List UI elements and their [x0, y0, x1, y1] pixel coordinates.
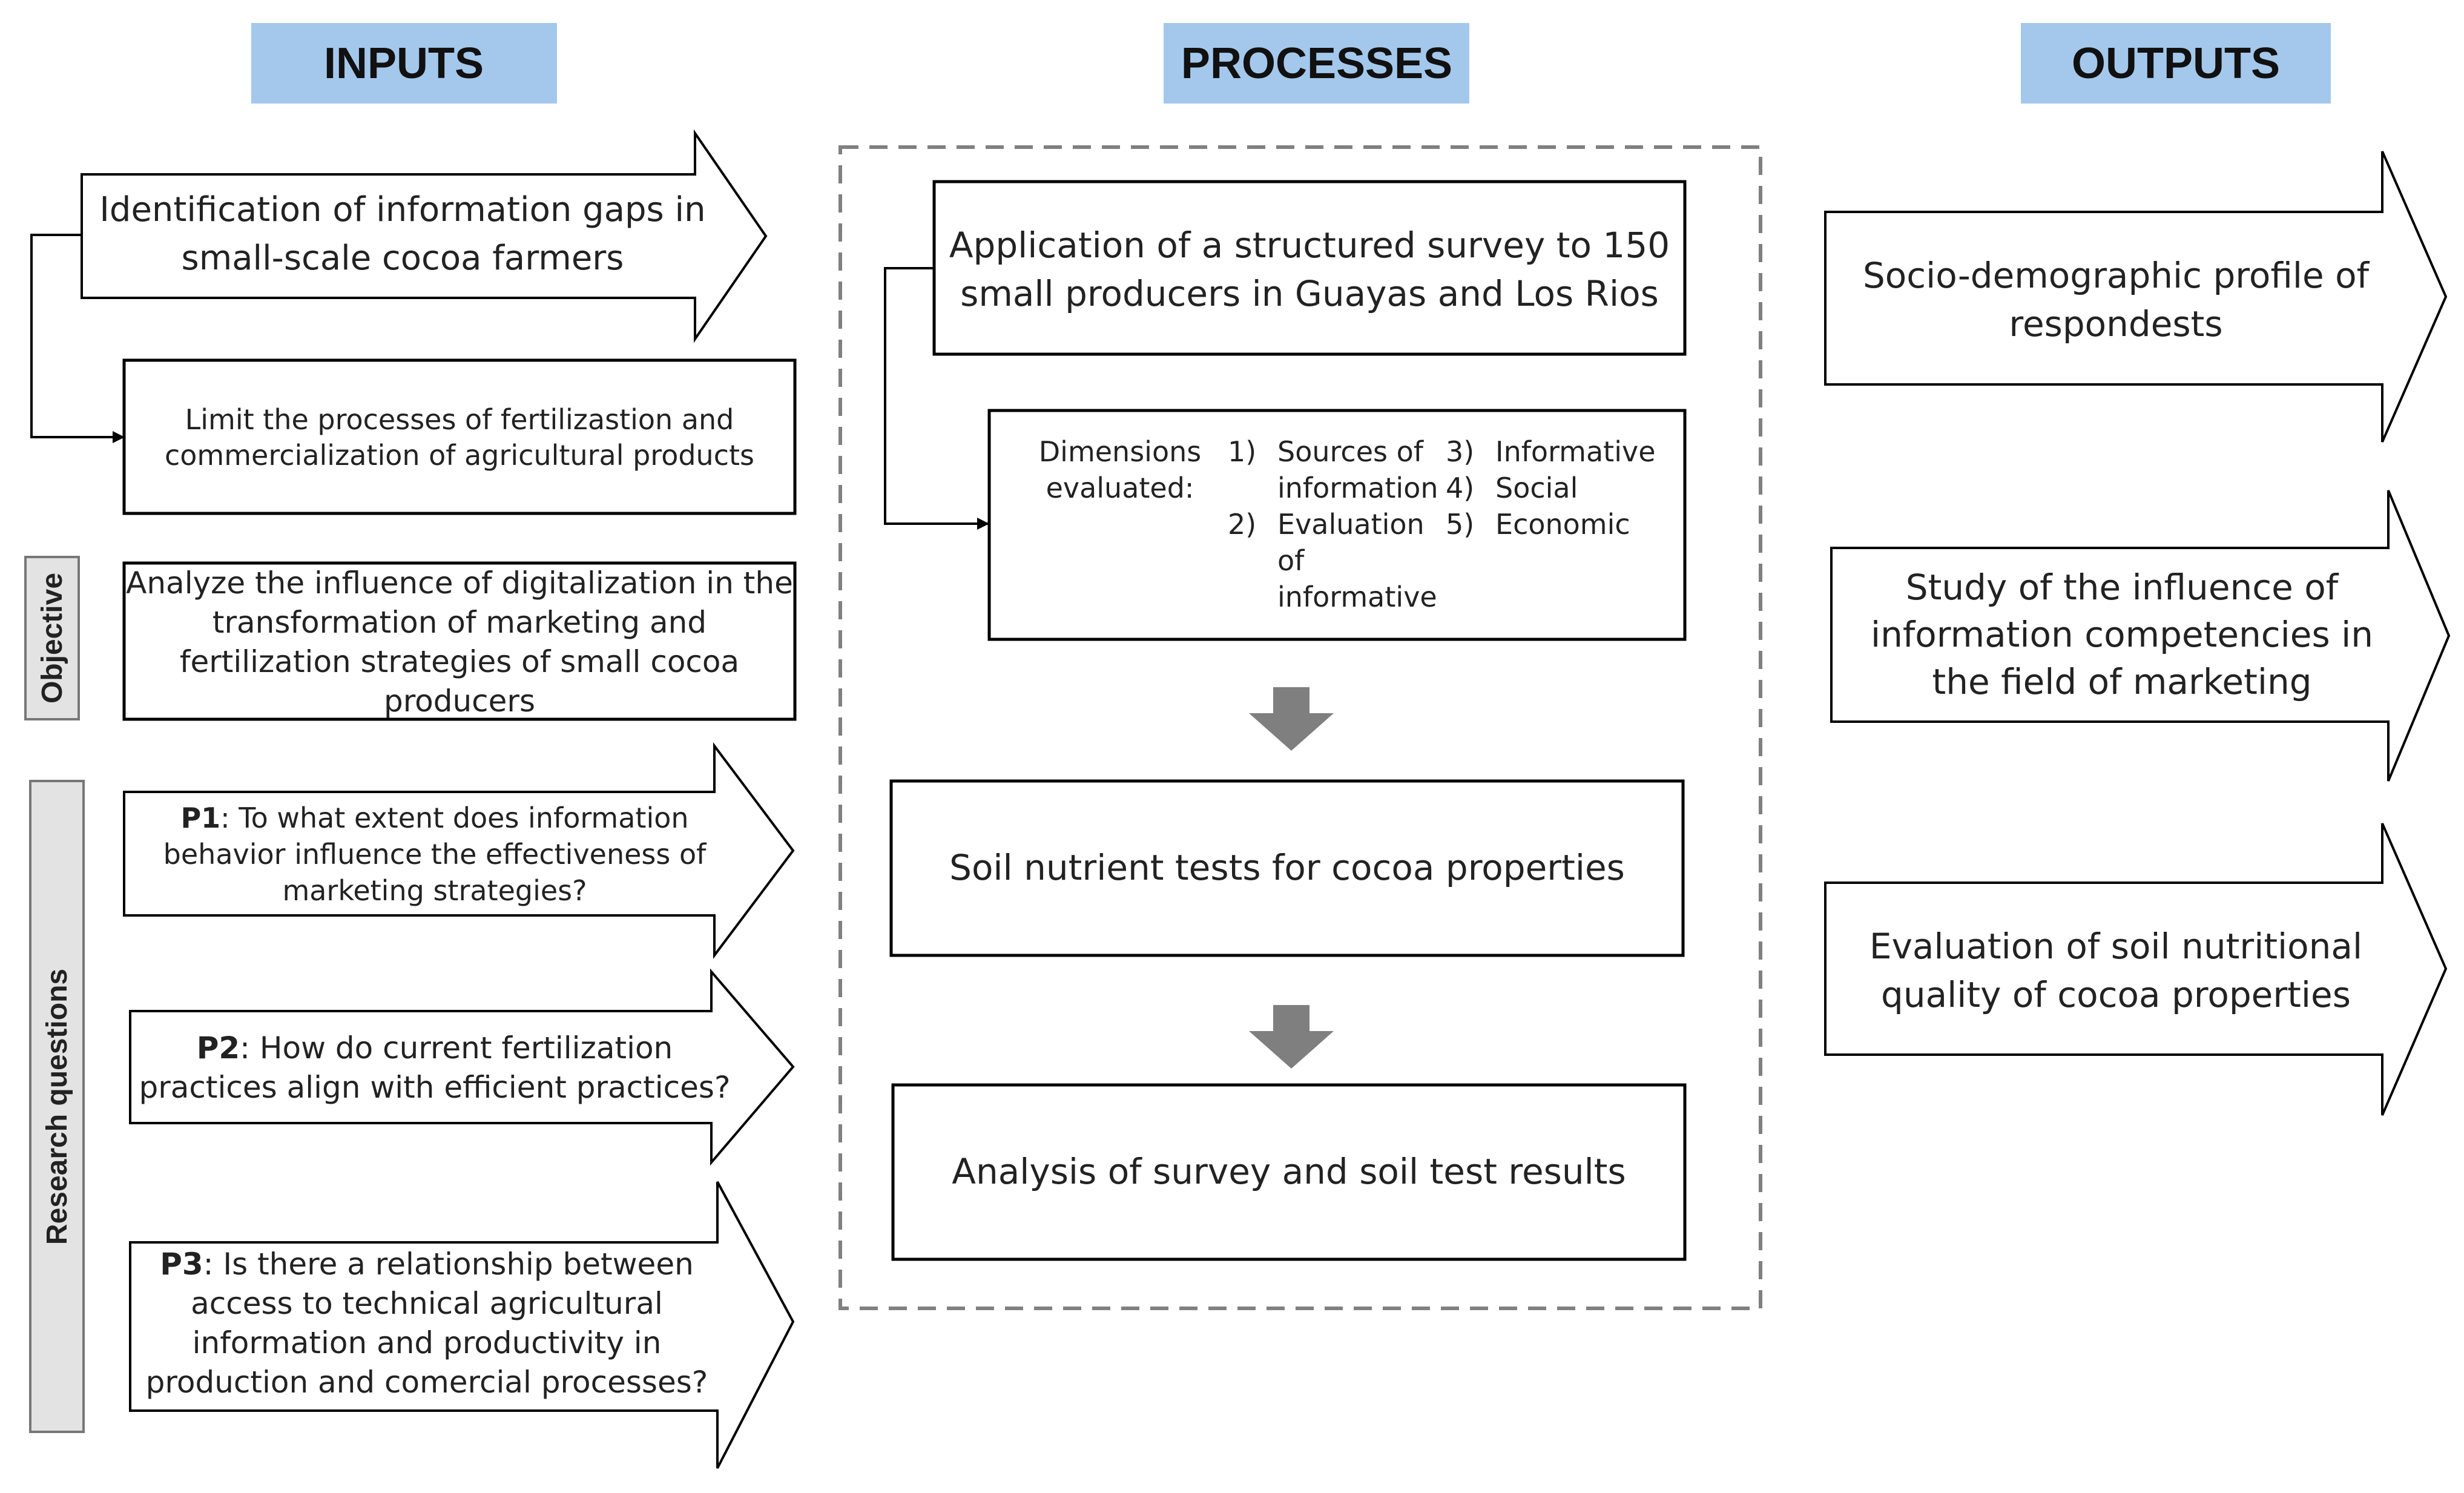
- p3-line-3: information and productivity in: [193, 1325, 662, 1360]
- output-soil-quality-arrow: Evaluation of soil nutritional quality o…: [1824, 823, 2448, 1116]
- objective-label: Objective: [24, 556, 80, 720]
- survey-line-2: small producers in Guayas and Los Rios: [960, 273, 1659, 314]
- dim-item-informative: informative: [1277, 581, 1437, 613]
- research-questions-label-text: Research questions: [41, 969, 73, 1245]
- processes-header: PROCESSES: [1164, 23, 1469, 104]
- objective-line-3: fertilization strategies of small cocoa: [180, 644, 739, 679]
- survey-to-dimensions-connector: [884, 267, 989, 530]
- p3-label: P3: [160, 1247, 203, 1282]
- research-question-p1-arrow: P1: To what extent does information beha…: [123, 742, 795, 959]
- down-arrow-1: [1249, 687, 1334, 751]
- survey-box: Application of a structured survey to 15…: [932, 180, 1687, 356]
- dim-num-4: 4): [1446, 472, 1474, 504]
- out2-line-2: information competencies in: [1871, 614, 2373, 655]
- limit-processes-box: Limit the processes of fertilizastion an…: [122, 358, 797, 515]
- analysis-box: Analysis of survey and soil test results: [891, 1083, 1687, 1261]
- out3-line-2: quality of cocoa properties: [1881, 974, 2351, 1015]
- dim-item-information: information: [1277, 472, 1438, 504]
- dim-item-evaluation: Evaluation: [1277, 508, 1425, 541]
- out2-line-1: Study of the influence of: [1906, 567, 2339, 608]
- down-arrow-2: [1249, 1005, 1334, 1069]
- dimensions-box: Dimensions evaluated: 1) 2) Sources of i…: [987, 409, 1687, 641]
- outputs-header-label: OUTPUTS: [2072, 39, 2280, 88]
- p1-line-2: behavior influence the effectiveness of: [163, 838, 707, 871]
- soil-tests-label: Soil nutrient tests for cocoa properties: [949, 847, 1625, 888]
- out2-line-3: the field of marketing: [1932, 661, 2311, 702]
- objective-label-text: Objective: [36, 573, 68, 704]
- out1-line-2: respondests: [2009, 303, 2222, 344]
- analysis-label: Analysis of survey and soil test results: [952, 1151, 1626, 1192]
- p1-line-3: marketing strategies?: [282, 874, 587, 907]
- p2-label: P2: [197, 1030, 240, 1066]
- gaps-to-limit-connector: [30, 234, 125, 443]
- p3-line-1: P3: Is there a relationship between: [160, 1247, 694, 1282]
- information-gaps-line-1: Identification of information gaps in: [99, 190, 705, 229]
- dim-item-sources: Sources of: [1277, 435, 1425, 468]
- research-question-p2-arrow: P2: How do current fertilization practic…: [129, 968, 795, 1166]
- processes-header-label: PROCESSES: [1181, 39, 1452, 88]
- dimensions-heading-1: Dimensions: [1039, 435, 1201, 468]
- information-gaps-line-2: small-scale cocoa farmers: [182, 239, 624, 278]
- dim-item-informative-2: Informative: [1495, 435, 1656, 468]
- out1-line-1: Socio-demographic profile of: [1863, 255, 2370, 296]
- dim-num-5: 5): [1446, 508, 1474, 541]
- p3-text-1: : Is there a relationship between: [203, 1247, 694, 1282]
- output-information-competencies-arrow: Study of the influence of information co…: [1830, 490, 2451, 782]
- dim-item-social: Social: [1495, 472, 1578, 504]
- dim-item-economic: Economic: [1495, 508, 1630, 541]
- objective-line-2: transformation of marketing and: [212, 605, 707, 640]
- output-socio-demographic-arrow: Socio-demographic profile of respondests: [1824, 151, 2448, 443]
- out3-line-1: Evaluation of soil nutritional: [1869, 926, 2362, 967]
- dim-num-3: 3): [1446, 435, 1474, 468]
- objective-line-1: Analyze the influence of digitalization …: [126, 565, 793, 601]
- dim-item-of: of: [1277, 544, 1305, 577]
- p2-line-1: P2: How do current fertilization: [197, 1030, 673, 1066]
- inputs-header-label: INPUTS: [324, 39, 484, 88]
- inputs-header: INPUTS: [251, 23, 557, 104]
- research-questions-label: Research questions: [29, 780, 85, 1433]
- dim-num-1: 1): [1228, 435, 1256, 468]
- p3-line-2: access to technical agricultural: [191, 1286, 663, 1321]
- research-question-p3-arrow: P3: Is there a relationship between acce…: [129, 1181, 795, 1469]
- p2-text-1: : How do current fertilization: [240, 1030, 673, 1066]
- outputs-header: OUTPUTS: [2021, 23, 2331, 104]
- processes-dashed-frame: [838, 145, 1762, 1310]
- p1-label: P1: [180, 802, 220, 834]
- dimensions-heading-2: evaluated:: [1046, 472, 1194, 504]
- objective-line-4: producers: [384, 684, 535, 719]
- dim-num-2: 2): [1228, 508, 1256, 541]
- information-gaps-arrow: Identification of information gaps in sm…: [81, 129, 768, 343]
- p1-line-1: P1: To what extent does information: [180, 802, 688, 834]
- soil-tests-box: Soil nutrient tests for cocoa properties: [889, 779, 1685, 957]
- limit-processes-line-1: Limit the processes of fertilizastion an…: [185, 403, 734, 436]
- p3-line-4: production and comercial processes?: [146, 1365, 708, 1400]
- objective-box: Analyze the influence of digitalization …: [122, 561, 797, 721]
- p2-line-2: practices align with efficient practices…: [139, 1070, 730, 1105]
- limit-processes-line-2: commercialization of agricultural produc…: [165, 439, 754, 472]
- p1-text-1: : To what extent does information: [220, 802, 688, 834]
- survey-line-1: Application of a structured survey to 15…: [949, 225, 1670, 266]
